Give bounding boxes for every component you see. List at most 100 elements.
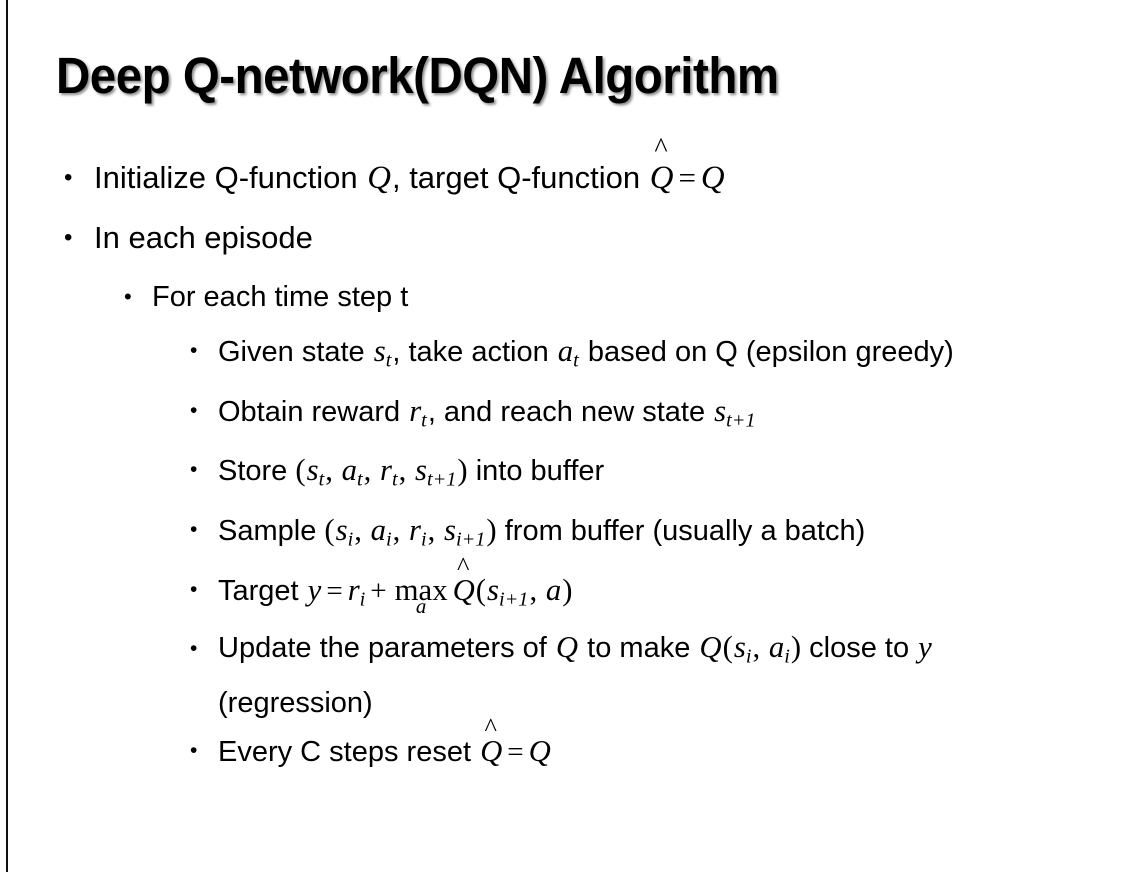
- bullet-item-update-parameters: • Update the parameters of Q to make Q(s…: [0, 624, 1124, 726]
- math-sub-r: i: [420, 528, 427, 551]
- math-comma: ,: [427, 513, 443, 548]
- math-var-a: at: [557, 334, 580, 372]
- math-paren-close: ): [790, 630, 802, 665]
- math-var-s-base: s: [373, 334, 386, 368]
- math-sub-s: i: [347, 528, 354, 551]
- bullet-marker: •: [190, 518, 198, 542]
- math-var-q2: Q: [699, 630, 722, 665]
- text-fragment: , and reach new state: [427, 395, 714, 428]
- bullet-item-obtain-reward: • Obtain reward rt, and reach new state …: [0, 386, 1124, 446]
- math-sub-s: t+1: [426, 469, 457, 492]
- math-var-r: ri: [347, 572, 367, 611]
- bullet-marker: •: [124, 284, 132, 309]
- bullet-item-reset-target: • Every C steps reset ^Q=Q: [0, 713, 1124, 777]
- bullet-marker: •: [64, 224, 73, 251]
- math-paren-close: ): [486, 513, 497, 548]
- math-sub-r: t: [391, 469, 398, 492]
- hat-accent-icon: ^: [456, 550, 470, 581]
- math-var-q: Q: [555, 630, 579, 665]
- math-var-s-next: st+1: [713, 394, 756, 432]
- math-var-a-base: a: [768, 630, 785, 665]
- math-var-a: ai: [370, 513, 393, 551]
- math-comma: ,: [392, 513, 409, 548]
- text-fragment: Given state: [218, 336, 373, 368]
- math-var-r-base: r: [409, 393, 422, 428]
- math-comma: ,: [325, 453, 341, 488]
- math-var-q: Q: [367, 160, 391, 196]
- text-fragment: based on Q (epsilon greedy): [579, 336, 954, 368]
- bullet-text: Update the parameters of Q to make Q(si,…: [218, 624, 1094, 726]
- math-var-s1: st: [306, 453, 326, 491]
- math-var-s-base: s: [414, 453, 427, 488]
- bullet-item-each-time-step: • For each time step t: [0, 268, 1124, 326]
- bullet-text: In each episode: [94, 220, 313, 255]
- math-var-s-base: s: [306, 453, 319, 488]
- math-var-s1: si: [335, 513, 355, 551]
- text-fragment: into buffer: [467, 455, 605, 488]
- math-var-s-base: s: [444, 513, 456, 548]
- bullet-text: Every C steps reset ^Q=Q: [218, 713, 1094, 777]
- math-var-s2: si+1: [443, 513, 486, 551]
- math-var-a: a: [545, 572, 562, 607]
- math-var-a-base: a: [341, 453, 357, 488]
- math-paren-open: (: [324, 513, 335, 548]
- page-title: Deep Q-network(DQN) Algorithm: [56, 47, 779, 104]
- math-var-q-hat: ^Q: [649, 134, 675, 208]
- math-sub-s: i+1: [455, 528, 486, 551]
- text-fragment: Target: [218, 574, 307, 607]
- bullet-marker: •: [190, 339, 198, 362]
- math-paren-open: (: [295, 453, 306, 488]
- math-var-a: ai: [768, 630, 791, 668]
- bullet-text: Sample (si, ai, ri, si+1) from buffer (u…: [218, 505, 1094, 565]
- bullet-marker: •: [190, 398, 198, 422]
- math-plus: +: [370, 574, 387, 607]
- hat-accent-icon: ^: [484, 711, 497, 742]
- math-var-q-hat: ^Q: [479, 713, 503, 776]
- math-var-a: at: [341, 453, 364, 491]
- bullet-item-each-episode: • In each episode: [0, 208, 1124, 268]
- math-equals: =: [507, 736, 524, 769]
- math-var-q-base: Q: [649, 160, 674, 196]
- text-fragment: Store: [218, 455, 296, 488]
- text-fragment: Every C steps reset: [218, 736, 480, 769]
- math-sub-s: t: [318, 469, 325, 492]
- bullet-item-given-state: • Given state st, take action at based o…: [0, 326, 1124, 386]
- text-fragment: Update the parameters of: [218, 632, 555, 665]
- bullet-marker: •: [64, 164, 73, 191]
- math-sub-s: t: [385, 349, 392, 372]
- math-max-limit: a: [415, 594, 427, 618]
- math-sub-a: i: [386, 528, 392, 551]
- bullet-text: Obtain reward rt, and reach new state st…: [218, 386, 1094, 446]
- math-equals: =: [678, 160, 696, 195]
- math-sub-a: t: [356, 469, 363, 492]
- math-var-a-base: a: [557, 334, 574, 368]
- text-fragment: from buffer (usually a batch): [496, 515, 866, 548]
- math-comma: ,: [752, 630, 768, 665]
- text-fragment: close to: [801, 632, 918, 665]
- math-paren-open: (: [475, 572, 487, 607]
- hat-accent-icon: ^: [654, 133, 668, 165]
- left-edge-rule: [6, 0, 8, 872]
- math-var-q-hat: ^Q: [452, 552, 476, 615]
- math-var-s: st: [373, 334, 393, 372]
- text-fragment: , target Q-function: [391, 160, 649, 195]
- math-var-y: y: [918, 630, 932, 665]
- math-sub-a: t: [573, 349, 579, 372]
- math-var-q2: Q: [700, 160, 725, 196]
- math-var-s2: st+1: [414, 453, 457, 491]
- bullet-list: • Initialize Q-function Q, target Q-func…: [0, 134, 1124, 777]
- math-paren-open: (: [722, 630, 733, 665]
- math-var-y: y: [307, 572, 322, 607]
- math-equals: =: [326, 574, 343, 607]
- math-var-r-base: r: [347, 572, 360, 607]
- math-var-r-base: r: [380, 453, 392, 488]
- math-var-a-base: a: [370, 513, 386, 548]
- math-var-q-base: Q: [480, 734, 503, 769]
- math-sub-s: i+1: [499, 588, 529, 611]
- math-var-s-base: s: [335, 513, 348, 548]
- math-var-s-base: s: [487, 572, 499, 607]
- text-fragment: Initialize Q-function: [94, 160, 367, 195]
